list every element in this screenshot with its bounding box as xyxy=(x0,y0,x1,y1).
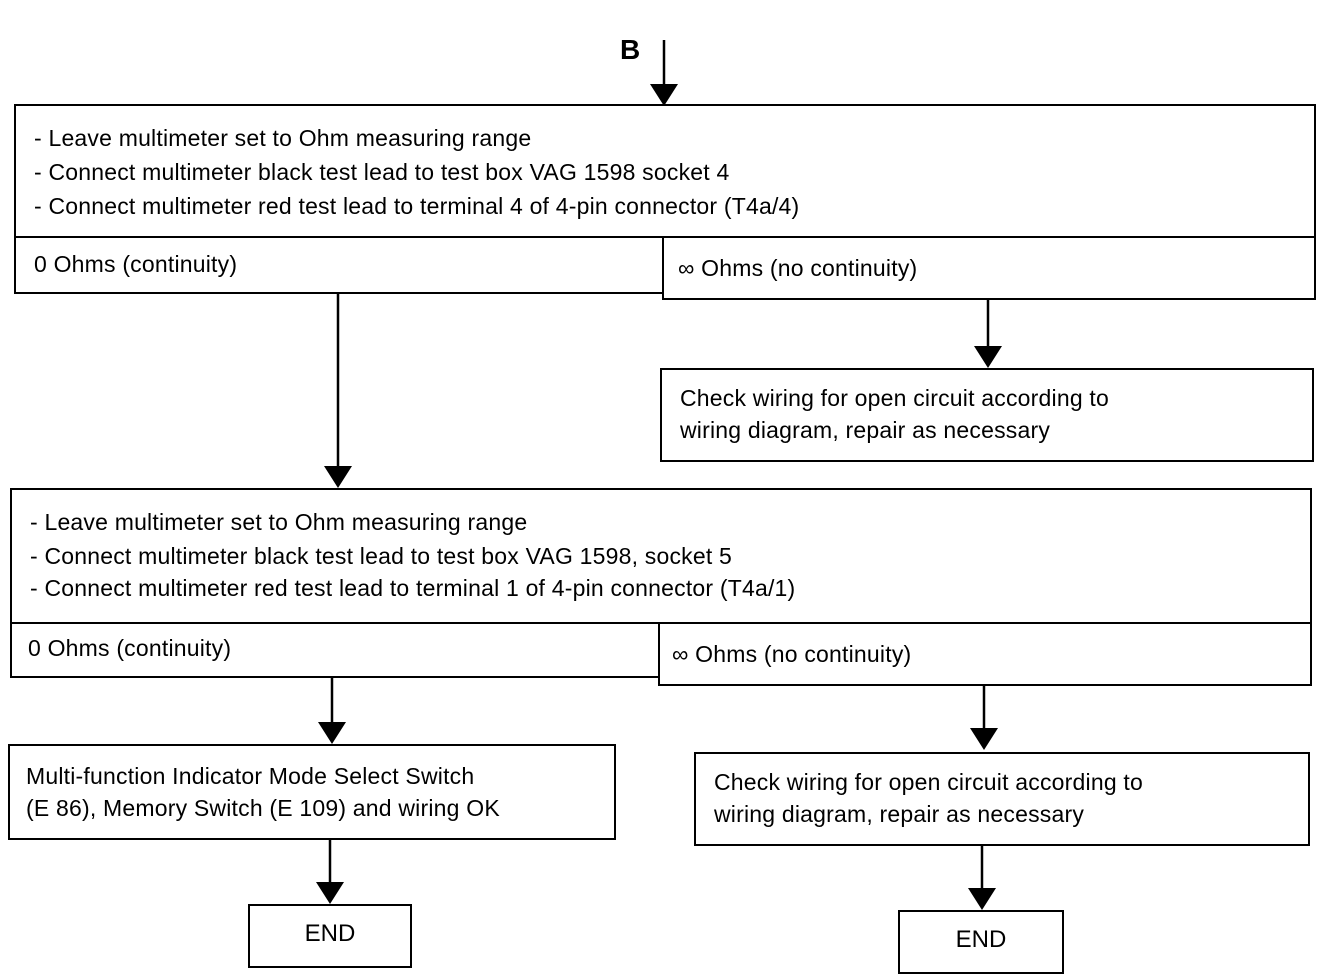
arrowhead-step2-to-check2 xyxy=(970,728,998,750)
step1-result-no-continuity-label: ∞ Ohms (no continuity) xyxy=(678,255,918,281)
step2-box: - Leave multimeter set to Ohm measuring … xyxy=(10,488,1312,624)
check1-line-1: Check wiring for open circuit according … xyxy=(680,385,1109,411)
check-wiring-box-1: Check wiring for open circuit according … xyxy=(660,368,1314,462)
step2-result-continuity: 0 Ohms (continuity) xyxy=(10,622,660,678)
step1-result-continuity-label: 0 Ohms (continuity) xyxy=(34,251,238,277)
step2-line-2: - Connect multimeter black test lead to … xyxy=(30,543,733,569)
step2-result-no-continuity-label: ∞ Ohms (no continuity) xyxy=(672,641,912,667)
arrowhead-step1-to-step2 xyxy=(324,466,352,488)
end-box-left: END xyxy=(248,904,412,968)
check1-line-2: wiring diagram, repair as necessary xyxy=(680,417,1051,443)
connector-label: B xyxy=(620,34,641,65)
arrowhead-check2-to-end xyxy=(968,888,996,910)
arrowhead-b-to-step1 xyxy=(650,84,678,106)
step2-line-3: - Connect multimeter red test lead to te… xyxy=(30,575,796,601)
step1-result-no-continuity: ∞ Ohms (no continuity) xyxy=(662,236,1316,300)
end-right-label: END xyxy=(955,926,1007,953)
ok-line-1: Multi-function Indicator Mode Select Swi… xyxy=(26,763,475,789)
step1-result-continuity: 0 Ohms (continuity) xyxy=(14,236,664,294)
check2-line-1: Check wiring for open circuit according … xyxy=(714,769,1143,795)
step2-result-continuity-label: 0 Ohms (continuity) xyxy=(28,635,232,661)
arrowhead-step2-to-ok xyxy=(318,722,346,744)
wiring-ok-box: Multi-function Indicator Mode Select Swi… xyxy=(8,744,616,840)
step1-line-1: - Leave multimeter set to Ohm measuring … xyxy=(34,125,532,151)
check-wiring-box-2: Check wiring for open circuit according … xyxy=(694,752,1310,846)
step2-result-no-continuity: ∞ Ohms (no continuity) xyxy=(658,622,1312,686)
step1-line-3: - Connect multimeter red test lead to te… xyxy=(34,193,800,219)
check2-line-2: wiring diagram, repair as necessary xyxy=(714,801,1085,827)
arrowhead-step1-to-check1 xyxy=(974,346,1002,368)
ok-line-2: (E 86), Memory Switch (E 109) and wiring… xyxy=(26,795,500,821)
step2-line-1: - Leave multimeter set to Ohm measuring … xyxy=(30,509,528,535)
step1-box: - Leave multimeter set to Ohm measuring … xyxy=(14,104,1316,238)
step1-line-2: - Connect multimeter black test lead to … xyxy=(34,159,730,185)
end-left-label: END xyxy=(304,920,356,947)
end-box-right: END xyxy=(898,910,1064,974)
arrowhead-ok-to-end xyxy=(316,882,344,904)
